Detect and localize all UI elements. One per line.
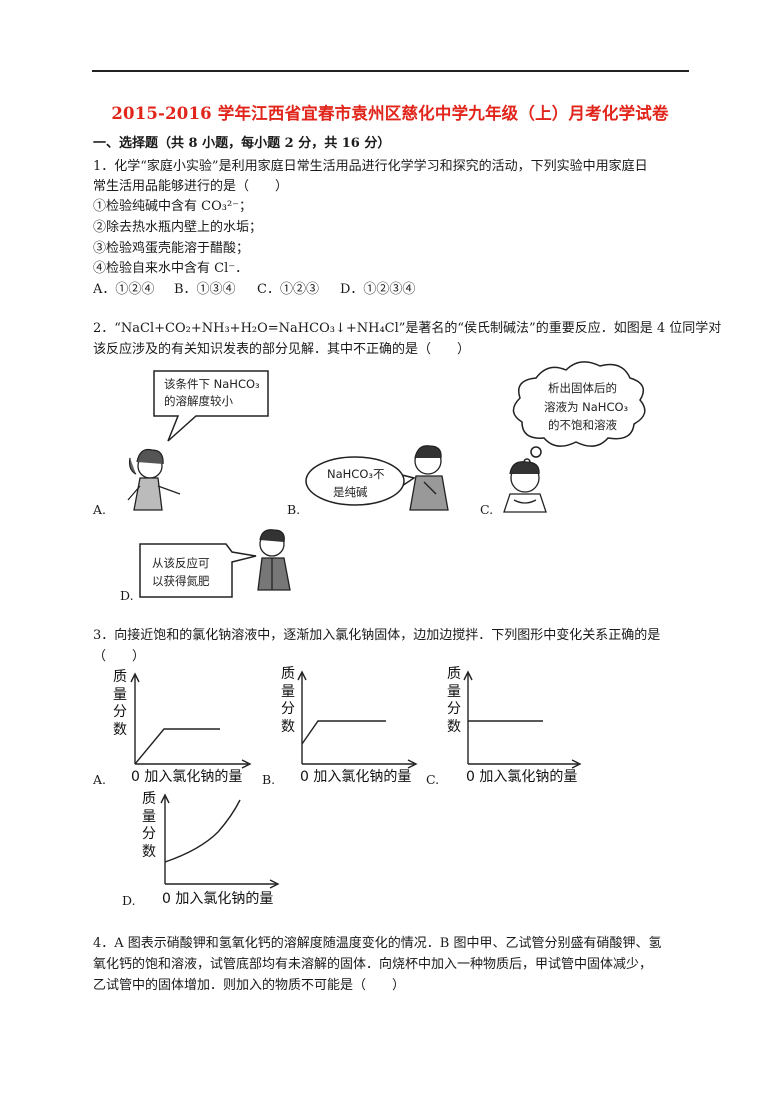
q2-label-c: C. [480, 502, 494, 517]
bubble-a-line1: 该条件下 NaHCO₃ [164, 377, 260, 391]
graph-b-arrow-x [407, 759, 418, 769]
q3-label-c: C. [426, 772, 440, 787]
q3-stem-line2: （ ） [93, 649, 146, 664]
q1-option-d: D．①②③④ [340, 282, 416, 297]
graph-a-ylabel: 质量分数 [113, 669, 127, 738]
graph-c-arrow-y [463, 670, 473, 681]
header-rule [92, 70, 689, 72]
graph-c-xlabel: 0 加入氯化钠的量 [466, 769, 578, 785]
bubble-c-line1: 析出固体后的 [548, 381, 617, 395]
graph-a-line [134, 728, 220, 765]
graph-b-arrow-y [297, 670, 307, 681]
graph-a-xlabel: 0 加入氯化钠的量 [131, 769, 243, 785]
q1-option-c: C．①②③ [257, 282, 319, 297]
q2-label-b: B. [287, 502, 301, 517]
graph-b-xlabel: 0 加入氯化钠的量 [300, 769, 412, 785]
q1-item-4: ④检验自来水中含有 Cl⁻． [93, 261, 249, 276]
graph-b-ylabel: 质量分数 [281, 666, 295, 735]
q2-label-a: A. [93, 502, 107, 517]
q2-stem-line2: 该反应涉及的有关知识发表的部分见解．其中不正确的是（ ） [93, 342, 471, 357]
q1-stem-line2: 常生活用品能够进行的是（ ） [93, 179, 289, 194]
bubble-d-line1: 从该反应可 [152, 556, 210, 570]
q4-stem-line1: 4．A 图表示硝酸钾和氢氧化钙的溶解度随温度变化的情况．B 图中甲、乙试管分别盛… [93, 936, 662, 951]
bubble-d-line2: 以获得氮肥 [152, 574, 210, 588]
q3-label-a: A. [93, 772, 107, 787]
graph-d-xlabel: 0 加入氯化钠的量 [162, 891, 274, 907]
q1-item-2: ②除去热水瓶内壁上的水垢； [93, 220, 263, 235]
bubble-b-line1: NaHCO₃不 [327, 467, 385, 481]
q2-stem-line1: 2．“NaCl+CO₂+NH₃+H₂O=NaHCO₃↓+NH₄Cl”是著名的“侯… [93, 321, 722, 336]
q1-option-b: B．①③④ [174, 282, 236, 297]
q2-label-d: D. [120, 588, 134, 603]
graph-a-arrow-x [241, 759, 252, 769]
bubble-c-line2: 溶液为 NaHCO₃ [544, 400, 629, 414]
graph-a-arrow-y [130, 672, 140, 683]
q1-item-1: ①检验纯碱中含有 CO₃²⁻； [93, 199, 253, 214]
q1-item-3: ③检验鸡蛋壳能溶于醋酸； [93, 241, 250, 256]
graph-c-ylabel: 质量分数 [447, 666, 461, 735]
graph-c-arrow-x [571, 759, 582, 769]
bubble-b-line2: 是纯碱 [333, 485, 368, 499]
q3-label-b: B. [262, 772, 276, 787]
q3-label-d: D. [122, 893, 136, 908]
exam-title: 2015-2016 学年江西省宜春市袁州区慈化中学九年级（上）月考化学试卷 [111, 104, 669, 123]
graph-d-arrow-x [269, 879, 280, 889]
graph-d-line [164, 799, 241, 863]
graph-d-ylabel: 质量分数 [142, 791, 156, 860]
section-heading: 一、选择题（共 8 小题，每小题 2 分，共 16 分） [93, 136, 391, 151]
bubble-a-line2: 的溶解度较小 [164, 394, 233, 408]
q1-stem-line1: 1．化学“家庭小实验”是利用家庭日常生活用品进行化学学习和探究的活动，下列实验中… [93, 159, 648, 174]
graph-d-arrow-y [160, 793, 170, 804]
q1-option-a: A．①②④ [93, 282, 155, 297]
q4-stem-line3: 乙试管中的固体增加．则加入的物质不可能是（ ） [93, 978, 406, 993]
graph-b-line [301, 720, 386, 745]
q4-stem-line2: 氧化钙的饱和溶液，试管底部均有未溶解的固体．向烧杯中加入一种物质后，甲试管中固体… [93, 957, 653, 972]
bubble-c-line3: 的不饱和溶液 [548, 418, 617, 432]
q3-stem-line1: 3．向接近饱和的氯化钠溶液中，逐渐加入氯化钠固体，边加边搅拌．下列图形中变化关系… [93, 628, 661, 643]
